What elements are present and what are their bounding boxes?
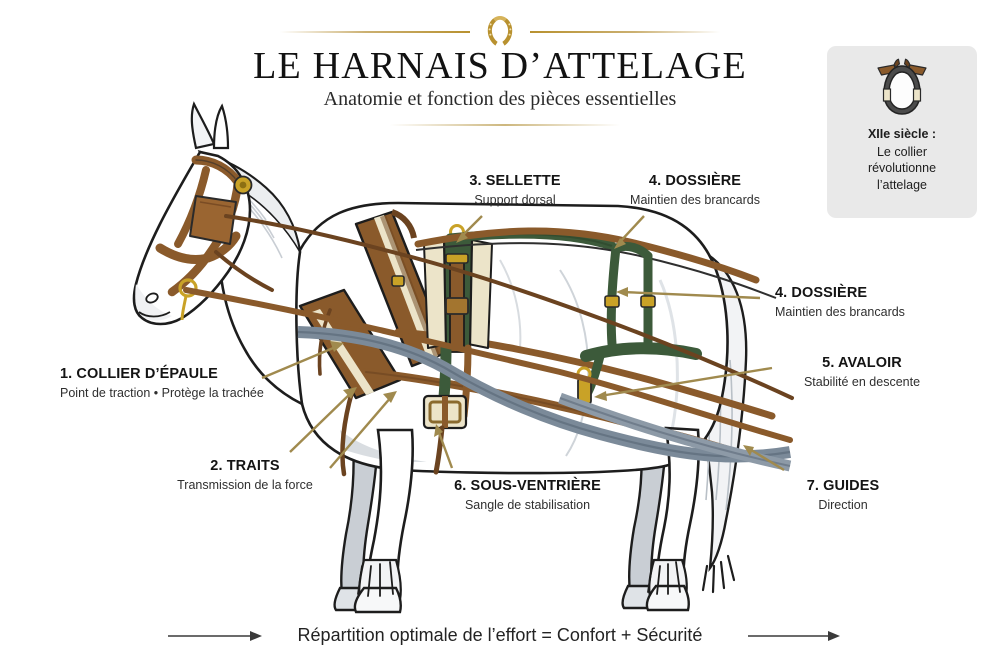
info-card-line1: Le collier [876, 144, 928, 159]
footer-arrows [168, 631, 840, 641]
page-subtitle: Anatomie et fonction des pièces essentie… [323, 88, 677, 110]
arrow-7-guides [747, 446, 785, 472]
blinker [189, 195, 237, 245]
carriage-shafts [297, 326, 792, 472]
label-7-subtitle: Direction [818, 498, 868, 513]
label-7-guides: 7. GUIDES Direction [788, 478, 898, 513]
label-6-subtitle: Sangle de stabilisation [464, 498, 591, 513]
bit-ring [178, 278, 198, 298]
page-title: LE HARNAIS D’ATTELAGE [253, 45, 747, 87]
label-3-title: 3. SELLETTE [469, 173, 561, 189]
info-card-line3: l’attelage [876, 177, 928, 192]
arrow-6-sous-ventriere [436, 429, 454, 469]
label-6-title: 6. SOUS-VENTRIÈRE [454, 478, 601, 494]
breeching-buckle-right [640, 295, 656, 308]
horse-ear-near [212, 103, 230, 150]
horseshoe-icon [487, 16, 513, 46]
horse-nostril [145, 292, 159, 304]
info-card-text: XIIe siècle : Le collier révolutionne l’… [835, 126, 969, 193]
horse-ear-far [190, 101, 216, 150]
label-1-subtitle: Point de traction • Protège la trachée [60, 386, 264, 401]
arrow-2b-traits [329, 395, 393, 469]
subtitle-rule [390, 124, 620, 126]
arrow-1-collier [261, 344, 339, 380]
label-4-dossiere-top: 4. DOSSIÈRE Maintien des brancards [605, 173, 785, 208]
arrow-4-dossiere-top [617, 215, 645, 245]
label-3-subtitle: Support dorsal [474, 193, 556, 208]
label-2-traits: 2. TRAITS Transmission de la force [130, 458, 360, 493]
label-5-avaloir: 5. AVALOIR Stabilité en descente [772, 355, 952, 390]
label-2-title: 2. TRAITS [210, 458, 280, 474]
label-2-subtitle: Transmission de la force [177, 478, 313, 493]
horse-head [132, 150, 252, 326]
leader-arrows [261, 215, 785, 472]
label-1-collier-epaule: 1. COLLIER D’ÉPAULE Point de traction • … [60, 366, 264, 401]
sellette-mid-buckle [445, 297, 469, 315]
sellette-top-buckle [445, 253, 469, 264]
rein-upper [224, 214, 794, 400]
rule-right [530, 31, 720, 33]
footer-text: Répartition optimale de l’effort = Confo… [297, 625, 703, 645]
label-5-title: 5. AVALOIR [822, 355, 902, 371]
arrow-4-dossiere-right [621, 290, 761, 300]
label-3-sellette: 3. SELLETTE Support dorsal [440, 173, 590, 208]
header-ornament-rule [280, 16, 720, 46]
label-4-dossiere-right: 4. DOSSIÈRE Maintien des brancards [775, 285, 905, 320]
header: LE HARNAIS D’ATTELAGE Anatomie et foncti… [0, 0, 1000, 140]
label-4-right-title: 4. DOSSIÈRE [775, 285, 868, 301]
rein-lower [183, 287, 793, 443]
label-1-title: 1. COLLIER D’ÉPAULE [60, 366, 218, 382]
label-7-title: 7. GUIDES [806, 478, 880, 494]
breeching-buckle-left [604, 295, 620, 308]
rule-left [280, 31, 470, 33]
driving-reins-guides [183, 214, 794, 443]
dossiere-back-strap [414, 227, 777, 299]
shaft-support-strap [414, 227, 760, 284]
label-5-subtitle: Stabilité en descente [803, 375, 921, 390]
horse-collar-icon [877, 58, 927, 115]
label-4-top-subtitle: Maintien des brancards [630, 193, 760, 208]
label-4-right-subtitle: Maintien des brancards [775, 305, 905, 320]
girth-sous-ventriere [422, 342, 472, 475]
label-6-sous-ventriere: 6. SOUS-VENTRIÈRE Sangle de stabilisatio… [435, 478, 620, 513]
arrow-5-avaloir [599, 366, 773, 398]
info-card-line2: révolutionne [867, 161, 937, 175]
info-card-heading: XIIe siècle : [867, 127, 937, 141]
label-4-top-title: 4. DOSSIÈRE [648, 173, 742, 189]
footer: Répartition optimale de l’effort = Confo… [0, 617, 1000, 661]
info-card-xii-siecle: XIIe siècle : Le collier révolutionne l’… [827, 46, 977, 218]
arrow-2-traits [289, 391, 353, 453]
bridle [155, 155, 274, 321]
